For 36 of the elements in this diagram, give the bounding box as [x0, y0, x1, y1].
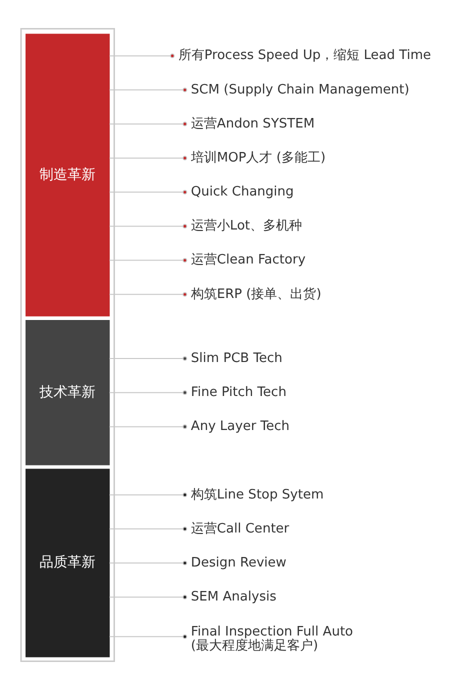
- node-text: 培训MOP人才 (多能工): [190, 150, 326, 166]
- node-text: Fine Pitch Tech: [190, 385, 286, 400]
- node-box: 技术革新: [25, 320, 110, 466]
- connector: [108, 390, 187, 395]
- connector: [108, 424, 187, 429]
- connector: [108, 156, 187, 160]
- node-text: 运营Call Center: [190, 521, 289, 536]
- connector: [108, 356, 187, 361]
- node-box: 品质革新: [25, 468, 110, 658]
- connector: [108, 224, 187, 229]
- connector: [108, 560, 187, 566]
- node-text: Final Inspection Full Auto (最大程度地满足客户): [190, 624, 353, 654]
- node-text: 所有Process Speed Up，缩短 Lead Time: [178, 48, 431, 64]
- connector: [108, 594, 187, 600]
- connector: [108, 292, 187, 297]
- connector: [108, 492, 187, 498]
- node-text: 构筑ERP (接单、出货): [190, 286, 321, 302]
- connector: [108, 258, 187, 263]
- node-text: 运营Andon SYSTEM: [190, 116, 314, 132]
- node-text: Slim PCB Tech: [190, 350, 282, 366]
- connector: [108, 634, 187, 639]
- node-text: 运营小Lot、多机种: [190, 218, 302, 234]
- node-text: 构筑Line Stop Sytem: [190, 487, 324, 502]
- node-text: SCM (Supply Chain Management): [190, 82, 409, 98]
- node-box: 制造革新: [25, 34, 110, 316]
- connector: [108, 190, 187, 194]
- node-text: Quick Changing: [190, 184, 294, 200]
- node-text: Any Layer Tech: [190, 419, 289, 434]
- connector: [108, 122, 187, 126]
- cluster: [20, 28, 114, 662]
- connector: [108, 88, 187, 92]
- node-text: 运营Clean Factory: [190, 252, 306, 268]
- node-text: SEM Analysis: [190, 589, 276, 604]
- connector: [108, 526, 187, 532]
- connector: [108, 54, 174, 58]
- node-text: Design Review: [190, 555, 286, 570]
